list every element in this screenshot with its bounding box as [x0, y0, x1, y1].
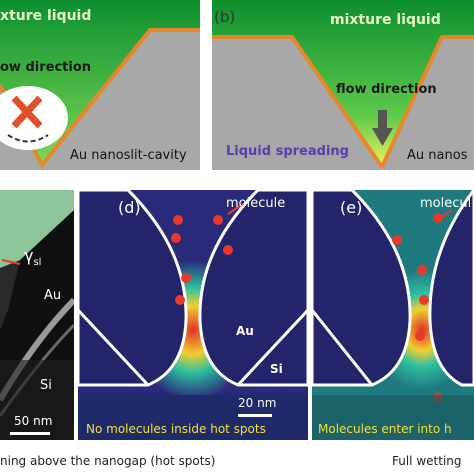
- status-label: No molecules inside hot spots: [86, 422, 266, 436]
- panel-letter: (d): [118, 198, 141, 217]
- au-tip-right: [428, 190, 474, 387]
- au-layer-right: [380, 35, 474, 168]
- gamma-label: γsl: [24, 246, 41, 268]
- cavity-label: Au nanoslit-cavity: [70, 148, 187, 163]
- si-boundary-left: [312, 309, 374, 386]
- panel-a: xture liquid ow direction Au nanoslit-ca…: [0, 0, 200, 170]
- spreading-label: Liquid spreading: [226, 144, 349, 159]
- scale-bar: [238, 414, 272, 417]
- panel-d-field-map: (d) molecule Au Si 20 nm No molecules in…: [78, 190, 308, 440]
- field-map: [312, 190, 474, 440]
- field-map: [78, 190, 308, 440]
- molecule-label: molecule: [226, 196, 286, 211]
- cavity-label: Au nanos: [407, 148, 468, 163]
- substrate: [0, 30, 200, 170]
- flow-label: ow direction: [0, 60, 92, 75]
- gamma-subscript: sl: [33, 257, 42, 269]
- panel-c-sem-image: γsl Au Si 50 nm: [0, 190, 74, 440]
- liquid-region: [212, 0, 474, 165]
- panel-b-schematic: [212, 0, 474, 170]
- si-boundary: [236, 308, 308, 387]
- si-label: Si: [270, 362, 283, 376]
- gamma-symbol: γ: [24, 246, 34, 265]
- au-layer-left: [212, 35, 384, 169]
- caption-right: Full wetting: [392, 454, 462, 468]
- molecules: [171, 215, 233, 305]
- panel-a-schematic: [0, 0, 200, 170]
- au-tip-right: [198, 190, 308, 387]
- panel-b: (b) mixture liquid flow direction Liquid…: [212, 0, 474, 170]
- scale-bar: [10, 432, 50, 435]
- status-label: Molecules enter into h: [318, 422, 452, 436]
- scale-label: 50 nm: [14, 414, 53, 428]
- caption-left: ning above the nanogap (hot spots): [0, 454, 216, 468]
- panel-e-field-map: (e) molecul Molecules enter into h: [312, 190, 474, 440]
- au-label: Au: [44, 288, 62, 303]
- sem-micrograph: [0, 190, 74, 440]
- arrow-down-icon: [372, 110, 393, 146]
- cross-icon: [11, 95, 43, 129]
- au-tip-left: [78, 190, 188, 387]
- dashed-meniscus: [7, 134, 49, 143]
- liquid-label: mixture liquid: [330, 12, 441, 28]
- panel-letter: (b): [214, 8, 236, 26]
- molecule-arrow: [437, 209, 453, 221]
- au-tip-left: [312, 190, 412, 387]
- au-label: Au: [236, 324, 254, 338]
- panel-letter: (e): [340, 198, 363, 217]
- si-boundary-left: [78, 308, 150, 387]
- scale-label: 20 nm: [238, 396, 277, 410]
- molecule-arrow: [227, 203, 244, 215]
- si-label: Si: [40, 378, 52, 393]
- gamma-arrow: [1, 259, 21, 265]
- flow-label: flow direction: [336, 82, 437, 97]
- liquid-label: xture liquid: [0, 8, 92, 24]
- molecule-label: molecul: [420, 196, 472, 211]
